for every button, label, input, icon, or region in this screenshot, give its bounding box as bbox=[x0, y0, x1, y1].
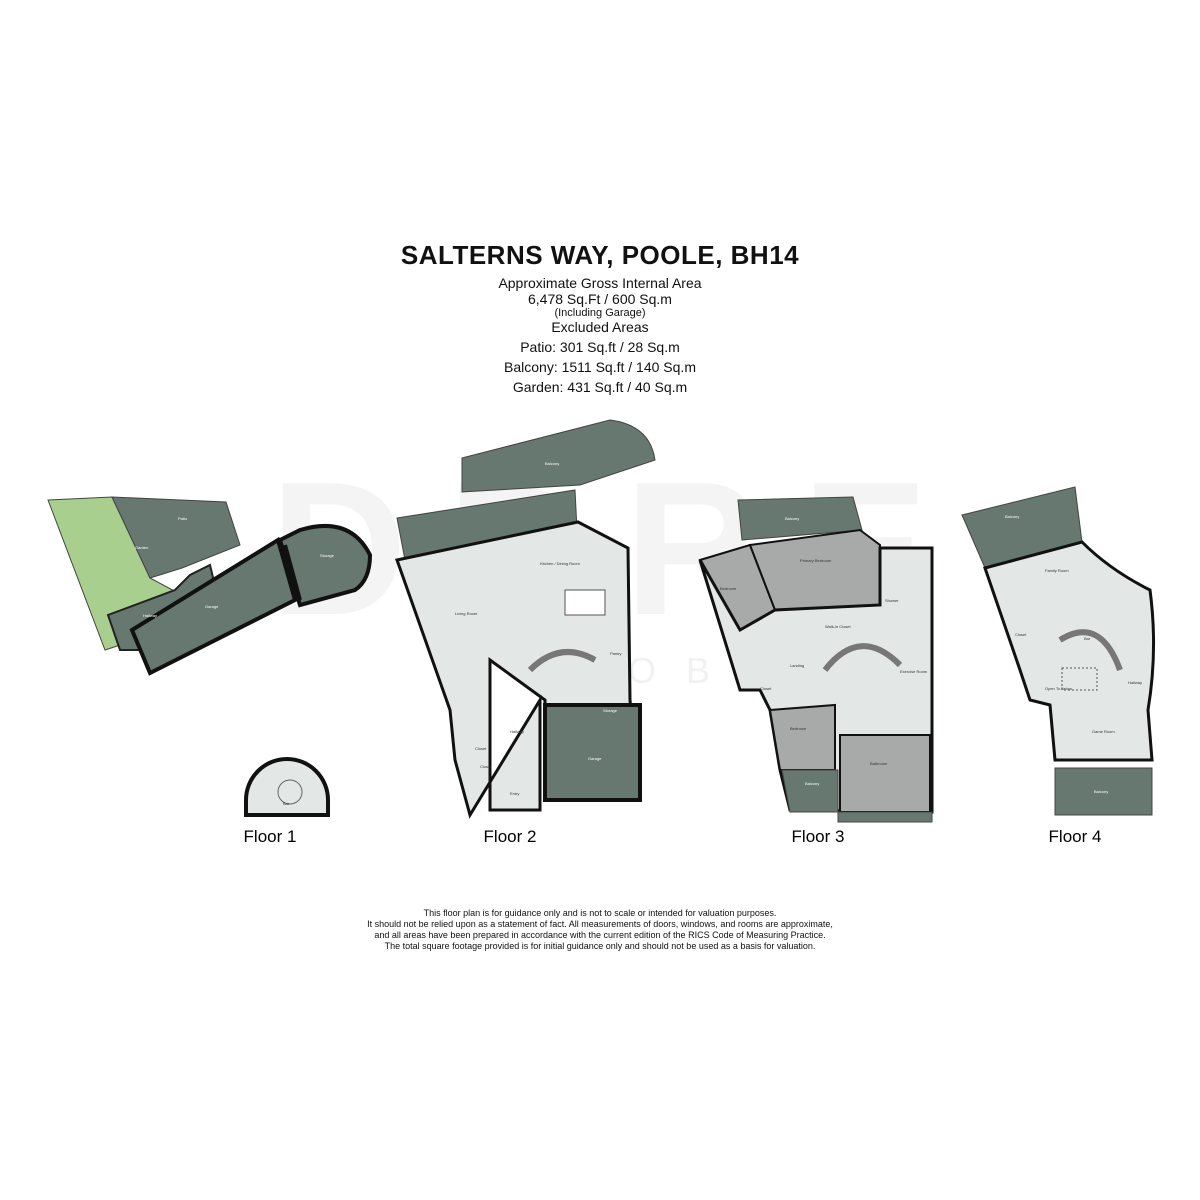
floor-1-label: Floor 1 bbox=[244, 827, 297, 846]
property-title: SALTERNS WAY, POOLE, BH14 bbox=[400, 240, 800, 270]
room-label-primary: Primary Bedroom bbox=[800, 558, 832, 563]
room-label-family: Family Room bbox=[1045, 568, 1069, 573]
floor-1-plan: Garden Patio Hallway Garage Storage Bar bbox=[47, 496, 373, 817]
room-label-shower: Shower bbox=[885, 598, 899, 603]
disclaimer-line: The total square footage provided is for… bbox=[384, 941, 816, 951]
room-label-hallway-4: Hallway bbox=[1128, 680, 1142, 685]
room-label-balcony-3a: Balcony bbox=[785, 516, 799, 521]
room-label-open: Open To Below bbox=[1045, 686, 1072, 691]
room-label-bar-4: Bar bbox=[1084, 636, 1091, 641]
floor-4-label: Floor 4 bbox=[1049, 827, 1102, 846]
room-label-closet-3: Closet bbox=[760, 686, 772, 691]
room-label-closet-4: Closet bbox=[1015, 632, 1027, 637]
room-label-landing: Landing bbox=[790, 663, 804, 668]
room-label-balcony-4b: Balcony bbox=[1094, 789, 1108, 794]
bar-area-shape bbox=[244, 757, 330, 817]
room-label-storage-2: Storage bbox=[603, 708, 618, 713]
disclaimer-line: This floor plan is for guidance only and… bbox=[423, 908, 777, 918]
balcony-south-shape bbox=[781, 769, 839, 813]
balcony-area: Balcony: 1511 Sq.ft / 140 Sq.m bbox=[504, 359, 696, 375]
garden-area: Garden: 431 Sq.ft / 40 Sq.m bbox=[512, 379, 688, 395]
room-label-garage-2: Garage bbox=[588, 756, 602, 761]
room-label-garden: Garden bbox=[135, 545, 148, 550]
room-label-balcony-4a: Balcony bbox=[1005, 514, 1019, 519]
floor-2-label: Floor 2 bbox=[484, 827, 537, 846]
room-label-bar: Bar bbox=[283, 801, 290, 806]
garage-area-shape bbox=[129, 536, 298, 676]
storage-area-shape bbox=[277, 523, 373, 608]
room-label-pantry: Pantry bbox=[610, 651, 622, 656]
disclaimer-line: and all areas have been prepared in acco… bbox=[374, 930, 826, 940]
room-label-garage: Garage bbox=[205, 604, 219, 609]
room-label-bedroom-3b: Bedroom bbox=[790, 726, 807, 731]
room-label-exercise: Exercise Room bbox=[900, 669, 928, 674]
room-label-kitchen: Kitchen / Dining Room bbox=[540, 561, 580, 566]
room-label-walkin: Walk-in Closet bbox=[825, 624, 852, 629]
floor-3-plan: Balcony Primary Bedroom Bedroom Walk-in … bbox=[698, 496, 934, 823]
floor-4-shape bbox=[983, 540, 1156, 762]
patio-area-shape bbox=[111, 496, 241, 579]
floor-3-label: Floor 3 bbox=[792, 827, 845, 846]
garage-room-shape bbox=[543, 703, 642, 802]
patio-area: Patio: 301 Sq.ft / 28 Sq.m bbox=[520, 339, 680, 355]
balcony-area-shape bbox=[461, 419, 656, 493]
room-label-living: Living Room bbox=[455, 611, 478, 616]
room-label-bathroom: Bathroom bbox=[870, 761, 888, 766]
including-garage-note: (Including Garage) bbox=[554, 307, 646, 319]
disclaimer-line: It should not be relied upon as a statem… bbox=[367, 919, 833, 929]
room-label-patio: Patio bbox=[178, 516, 188, 521]
bedroom-south-shape bbox=[768, 703, 836, 771]
floor-2-plan: Balcony Kitchen / Dining Room Living Roo… bbox=[395, 419, 656, 819]
gross-area-value: 6,478 Sq.Ft / 600 Sq.m bbox=[528, 291, 672, 307]
disclaimer: This floor plan is for guidance only and… bbox=[0, 908, 1200, 952]
room-label-hallway-2: Hallway bbox=[510, 729, 524, 734]
room-label-balcony-3b: Balcony bbox=[805, 781, 819, 786]
balcony-south-4-shape bbox=[1054, 767, 1153, 816]
balcony-south-east-shape bbox=[837, 811, 933, 823]
balcony-north-shape bbox=[737, 496, 863, 541]
room-label-entry: Entry bbox=[510, 791, 519, 796]
floor-4-plan: Balcony Family Room Closet Bar Hallway O… bbox=[961, 486, 1156, 816]
bathroom-shape bbox=[839, 734, 931, 813]
primary-bedroom-shape bbox=[748, 528, 881, 612]
room-label-bedroom-3a: Bedroom bbox=[720, 586, 737, 591]
excluded-areas-label: Excluded Areas bbox=[551, 319, 649, 335]
room-label-balcony: Balcony bbox=[545, 461, 559, 466]
room-label-closet-2: Closet bbox=[480, 764, 492, 769]
room-label-game: Game Room bbox=[1092, 729, 1115, 734]
room-label-hallway: Hallway bbox=[143, 613, 157, 618]
plan-header: SALTERNS WAY, POOLE, BH14 Approximate Gr… bbox=[0, 240, 1200, 395]
room-label-closet-1: Closet bbox=[475, 746, 487, 751]
room-label-storage: Storage bbox=[320, 553, 335, 558]
gross-area-label: Approximate Gross Internal Area bbox=[498, 275, 702, 291]
